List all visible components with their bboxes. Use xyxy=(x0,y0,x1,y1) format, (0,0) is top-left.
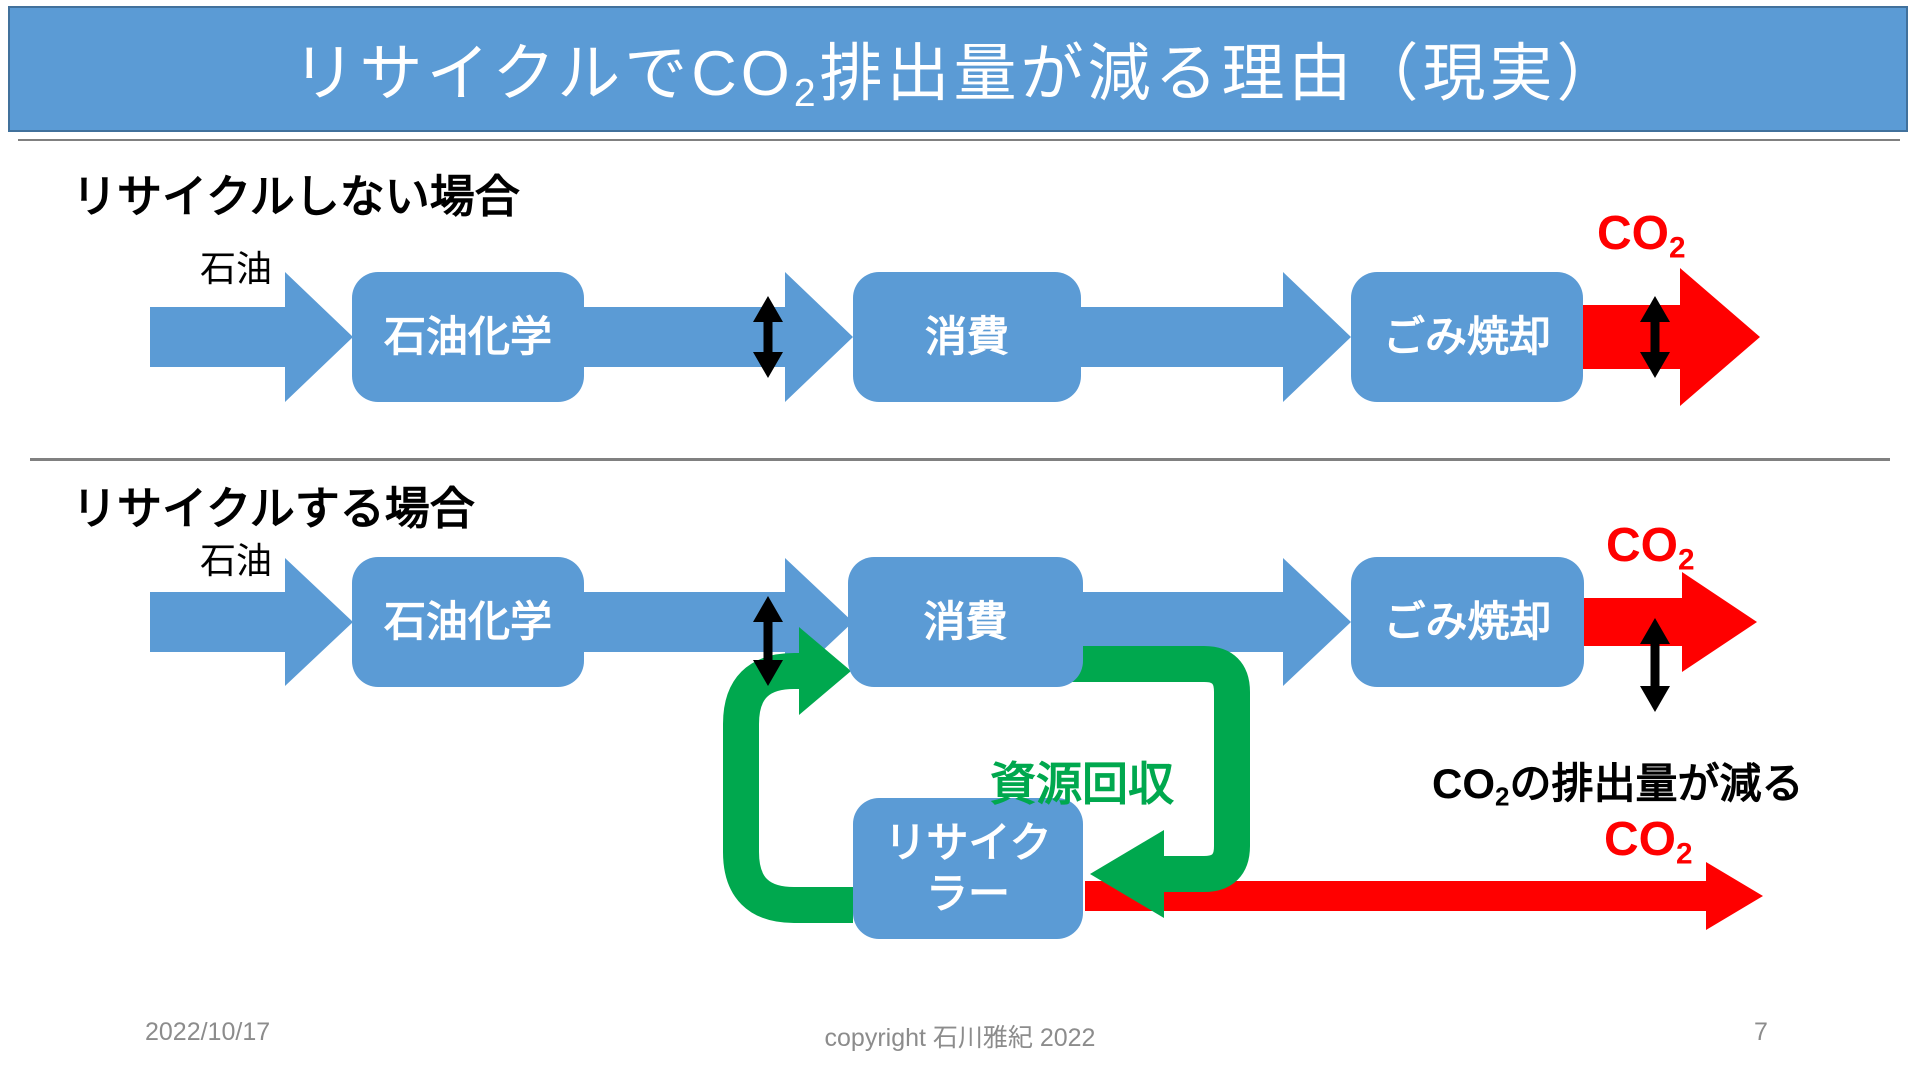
s1-co2-label: CO2 xyxy=(1597,207,1686,265)
title-co2-subscript: 2 xyxy=(793,71,820,115)
green-loop-recycler-to-consumption xyxy=(723,653,853,923)
co2-reduction-note: CO2の排出量が減る xyxy=(1432,760,1804,812)
slide-title: リサイクルでCO2排出量が減る理由（現実） xyxy=(292,38,1624,115)
header-divider-line xyxy=(18,139,1900,141)
section2-heading: リサイクルする場合 xyxy=(72,483,475,534)
recycler-label-line2: ラー xyxy=(925,869,1010,917)
s2-box-consumption: 消費 xyxy=(848,557,1083,687)
slide-title-banner: リサイクルでCO2排出量が減る理由（現実） xyxy=(8,6,1908,132)
section1-oil-label: 石油 xyxy=(200,248,273,289)
s2-double-arrow-material-flow xyxy=(753,596,783,686)
s1-arrow-petrochem-to-consumption xyxy=(584,272,853,402)
s1-box-consumption: 消費 xyxy=(853,272,1081,402)
section2-oil-label: 石油 xyxy=(200,540,273,581)
s2-box-recycler: リサイク ラー xyxy=(853,798,1083,939)
s2-co2-arrow xyxy=(1584,572,1757,672)
s2-co2-label-bottom: CO2 xyxy=(1604,813,1693,871)
s2-box-petrochemical: 石油化学 xyxy=(352,557,584,687)
s1-double-arrow-co2-amount xyxy=(1640,296,1670,378)
s1-arrow-oil-to-petrochem xyxy=(150,272,353,402)
s1-co2-arrow xyxy=(1583,268,1760,406)
section1-heading: リサイクルしない場合 xyxy=(72,171,520,222)
resource-recovery-label: 資源回収 xyxy=(990,758,1174,810)
s1-double-arrow-material-flow xyxy=(753,296,783,378)
s2-co2-label-top: CO2 xyxy=(1606,519,1695,577)
section-divider-line xyxy=(30,458,1890,461)
s2-arrow-consumption-to-incineration xyxy=(1083,558,1351,686)
s2-double-arrow-co2-amount xyxy=(1640,618,1670,712)
s2-reduced-co2-arrow xyxy=(1085,862,1763,930)
green-loop-consumption-to-recycler xyxy=(1062,646,1250,892)
green-arrowhead-into-recycler xyxy=(1090,830,1164,918)
s1-box-incineration: ごみ焼却 xyxy=(1351,272,1583,402)
green-arrowhead-into-consumption xyxy=(799,627,851,715)
s1-box-petrochemical: 石油化学 xyxy=(352,272,584,402)
recycler-label-line1: リサイク xyxy=(884,819,1052,867)
footer-copyright: copyright 石川雅紀 2022 xyxy=(824,1024,1096,1052)
s2-arrow-oil-to-petrochem xyxy=(150,558,353,686)
footer-date: 2022/10/17 xyxy=(145,1018,271,1046)
footer-page-number: 7 xyxy=(1754,1018,1768,1046)
s2-box-incineration: ごみ焼却 xyxy=(1351,557,1584,687)
s1-arrow-consumption-to-incineration xyxy=(1081,272,1351,402)
